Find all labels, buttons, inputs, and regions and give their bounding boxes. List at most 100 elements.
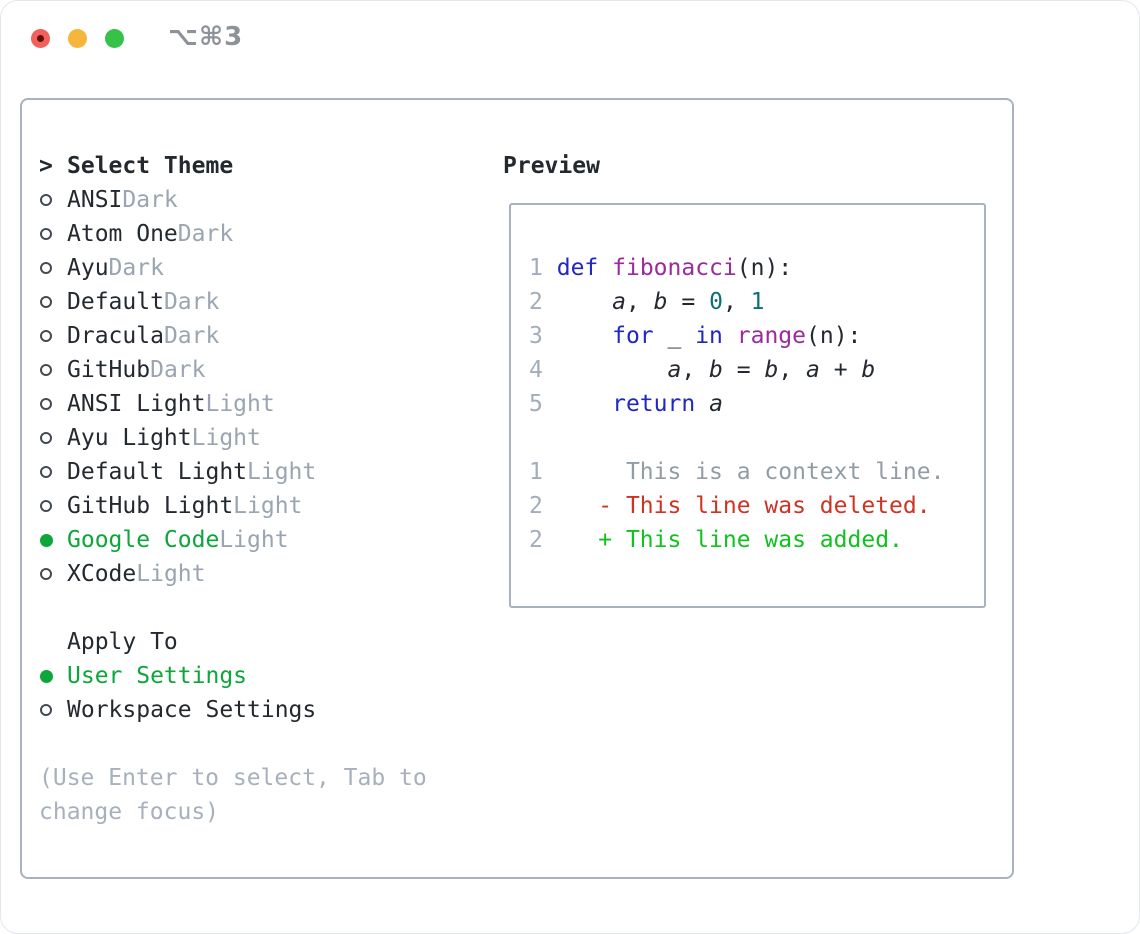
code-segment-function: range: [736, 323, 807, 349]
code-segment-plain: =: [667, 289, 710, 315]
close-button[interactable]: [31, 29, 50, 48]
radio-circle: [40, 398, 52, 410]
radio-circle: [40, 364, 52, 376]
preview-line: 5 return a: [529, 387, 984, 421]
theme-option-xcode-light[interactable]: XCode Light: [39, 557, 427, 591]
code-segment-plain: ,: [681, 357, 710, 383]
theme-option-ansi-light-light[interactable]: ANSI Light Light: [39, 387, 427, 421]
radio-circle: [40, 330, 52, 342]
code-segment-keyword: in: [695, 323, 723, 349]
preview-line: 2 + This line was added.: [529, 523, 984, 557]
help-text-line2: change focus): [39, 799, 220, 825]
theme-variant: Dark: [163, 323, 220, 349]
radio-circle: [40, 432, 52, 444]
code-segment-literal: 1: [750, 289, 765, 315]
preview-line: 2 - This line was deleted.: [529, 489, 984, 523]
radio-icon: [39, 330, 67, 342]
code-segment-variable: b: [709, 357, 723, 383]
apply-option-label: User Settings: [67, 663, 248, 689]
theme-option-default-light-light[interactable]: Default Light Light: [39, 455, 427, 489]
code-segment-variable: b: [653, 289, 668, 315]
radio-icon: [39, 262, 67, 274]
theme-variant: Dark: [177, 221, 234, 247]
code-segment-plain: [543, 285, 612, 319]
zoom-button[interactable]: [105, 29, 124, 48]
theme-option-ayu-light-light[interactable]: Ayu Light Light: [39, 421, 427, 455]
radio-circle: [40, 228, 52, 240]
theme-name: Default Light: [67, 459, 248, 485]
line-number: 3: [529, 323, 543, 349]
theme-name: ANSI: [67, 187, 123, 213]
radio-selected-icon: [39, 533, 67, 547]
code-segment-plain: [723, 319, 737, 353]
code-segment-deleted: - This line was deleted.: [542, 493, 931, 519]
radio-icon: [39, 568, 67, 580]
code-segment-function: fibonacci: [612, 255, 737, 281]
theme-option-google-code-light[interactable]: Google Code Light: [39, 523, 427, 557]
radio-selected-dot: [40, 669, 53, 683]
apply-option-user-settings[interactable]: User Settings: [39, 659, 427, 693]
theme-variant: Light: [136, 561, 206, 587]
select-theme-header: > Select Theme: [39, 149, 427, 183]
code-segment-variable: a: [612, 289, 626, 315]
theme-variant: Light: [205, 391, 275, 417]
theme-name: GitHub Light: [67, 493, 234, 519]
code-segment-plain: (n):: [736, 255, 793, 281]
code-segment-keyword: for: [612, 323, 654, 349]
preview-line: 4 a, b = b, a + b: [529, 353, 984, 387]
code-segment-plain: [543, 251, 557, 285]
theme-name: ANSI Light: [67, 391, 206, 417]
preview-line: 1 def fibonacci(n):: [529, 251, 984, 285]
theme-option-ayu-dark[interactable]: Ayu Dark: [39, 251, 427, 285]
radio-circle: [40, 296, 52, 308]
code-segment-keyword: return: [612, 391, 696, 417]
theme-option-dracula-dark[interactable]: Dracula Dark: [39, 319, 427, 353]
theme-name: Default: [67, 289, 164, 315]
line-number: 2: [529, 493, 543, 519]
radio-circle: [40, 568, 52, 580]
radio-circle: [40, 262, 52, 274]
code-segment-plain: [695, 387, 709, 421]
select-theme-header-label: Select Theme: [67, 153, 234, 179]
minimize-button[interactable]: [68, 29, 87, 48]
theme-option-atom-one-dark[interactable]: Atom One Dark: [39, 217, 427, 251]
code-segment-variable: a: [667, 357, 682, 383]
radio-icon: [39, 704, 67, 716]
code-segment-plain: [543, 319, 612, 353]
theme-option-github-dark[interactable]: GitHub Dark: [39, 353, 427, 387]
theme-name: Ayu: [67, 255, 109, 281]
apply-to-header: Apply To: [67, 629, 178, 655]
theme-variant: Light: [191, 425, 261, 451]
code-segment-plain: _: [653, 323, 696, 349]
theme-variant: Dark: [150, 357, 206, 383]
preview-blank-line: [529, 421, 984, 455]
radio-circle: [40, 500, 52, 512]
radio-circle: [40, 194, 52, 206]
radio-icon: [39, 364, 67, 376]
list-gap: [39, 727, 427, 761]
code-segment-keyword: def: [556, 255, 599, 281]
radio-icon: [39, 466, 67, 478]
theme-variant: Dark: [163, 289, 220, 315]
preview-title: Preview: [503, 153, 600, 179]
code-segment-variable: a: [709, 391, 723, 417]
theme-variant: Dark: [108, 255, 164, 281]
theme-option-default-dark[interactable]: Default Dark: [39, 285, 427, 319]
theme-option-github-light-light[interactable]: GitHub Light Light: [39, 489, 427, 523]
line-number: 4: [529, 357, 543, 383]
line-number: 1: [529, 255, 543, 281]
theme-option-ansi-dark[interactable]: ANSI Dark: [39, 183, 427, 217]
code-segment-variable: a: [806, 357, 820, 383]
code-segment-added: + This line was added.: [542, 527, 903, 553]
window-shortcut-label: ⌥⌘3: [168, 22, 244, 52]
theme-name: XCode: [67, 561, 137, 587]
apply-option-workspace-settings[interactable]: Workspace Settings: [39, 693, 427, 727]
radio-circle: [40, 466, 52, 478]
theme-name: Atom One: [67, 221, 178, 247]
preview-line: 2 a, b = 0, 1: [529, 285, 984, 319]
